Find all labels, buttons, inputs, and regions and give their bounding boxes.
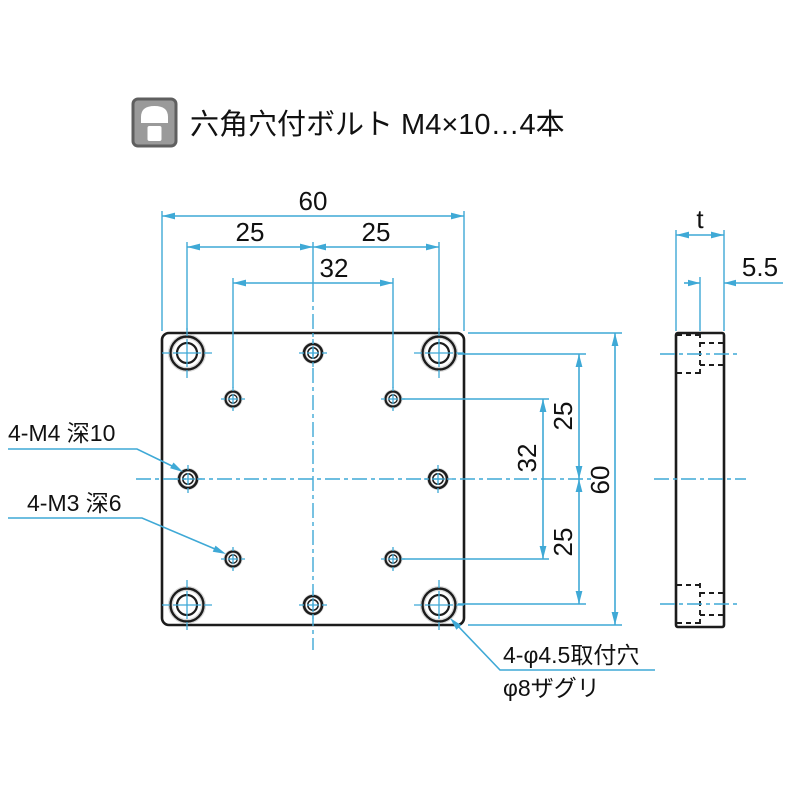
- dim-height-top: 25: [548, 354, 583, 479]
- front-view: 60 25 25 32: [8, 186, 655, 701]
- counterbore-label: φ8ザグリ: [503, 675, 600, 701]
- header-title: 六角穴付ボルト M4×10…4本: [190, 108, 565, 141]
- dim-width-pitch: 25 25: [187, 217, 439, 251]
- header: 六角穴付ボルト M4×10…4本: [131, 97, 565, 148]
- dim-height-total: 60: [585, 333, 619, 625]
- mounting-hole-leader: 4-φ4.5取付穴 φ8ザグリ: [450, 618, 655, 701]
- dim-height-top-value: 25: [548, 402, 578, 431]
- mounting-holes-label: 4-φ4.5取付穴: [503, 642, 639, 668]
- hex-socket-bolt-icon: [131, 97, 178, 148]
- dim-width-inner-value: 32: [320, 253, 349, 283]
- counterbore-hole-bottom-left: [162, 580, 212, 630]
- counterbore-hole-top-right: [414, 328, 464, 378]
- dim-height-bottom-value: 25: [548, 528, 578, 557]
- m3-hole-top-left: [221, 387, 245, 411]
- dim-width-left-value: 25: [236, 217, 265, 247]
- dim-height-bottom: 25: [548, 479, 583, 604]
- m3-label: 4-M3 深6: [27, 490, 122, 516]
- bolt-shank-shape: [147, 126, 162, 141]
- top-extension-lines: [161, 211, 465, 388]
- m4-label: 4-M4 深10: [8, 420, 115, 446]
- m4-hole-right: [424, 465, 452, 493]
- dim-width-right-value: 25: [362, 217, 391, 247]
- counterbore-hole-bottom-right: [414, 580, 464, 630]
- dim-height-total-value: 60: [585, 466, 615, 495]
- dim-width-total-value: 60: [299, 186, 328, 216]
- m4-leader: 4-M4 深10: [8, 420, 183, 472]
- m3-hole-bottom-left: [221, 547, 245, 571]
- dim-width-inner: 32: [233, 253, 393, 287]
- side-outline: [674, 331, 726, 629]
- bolt-head-shape: [141, 106, 168, 123]
- side-extension-lines: [675, 230, 725, 331]
- m3-leader: 4-M3 深6: [8, 490, 226, 554]
- dim-counterbore-offset-value: 5.5: [742, 252, 778, 282]
- m4-hole-bottom: [299, 591, 327, 619]
- m4-hole-top: [299, 339, 327, 367]
- dim-height-inner-value: 32: [512, 444, 542, 473]
- side-centerlines: [654, 353, 746, 605]
- dim-thickness: t: [676, 204, 724, 239]
- m3-hole-bottom-right: [381, 547, 405, 571]
- right-extension-lines: [401, 332, 622, 626]
- counterbore-hole-top-left: [162, 328, 212, 378]
- dim-height-inner: 32: [512, 399, 547, 559]
- dim-thickness-value: t: [696, 204, 704, 234]
- side-view: t 5.5: [654, 204, 783, 629]
- m3-hole-top-right: [381, 387, 405, 411]
- dim-width-total: 60: [162, 186, 464, 220]
- m4-hole-left: [174, 465, 202, 493]
- dim-counterbore-offset: 5.5: [684, 252, 783, 287]
